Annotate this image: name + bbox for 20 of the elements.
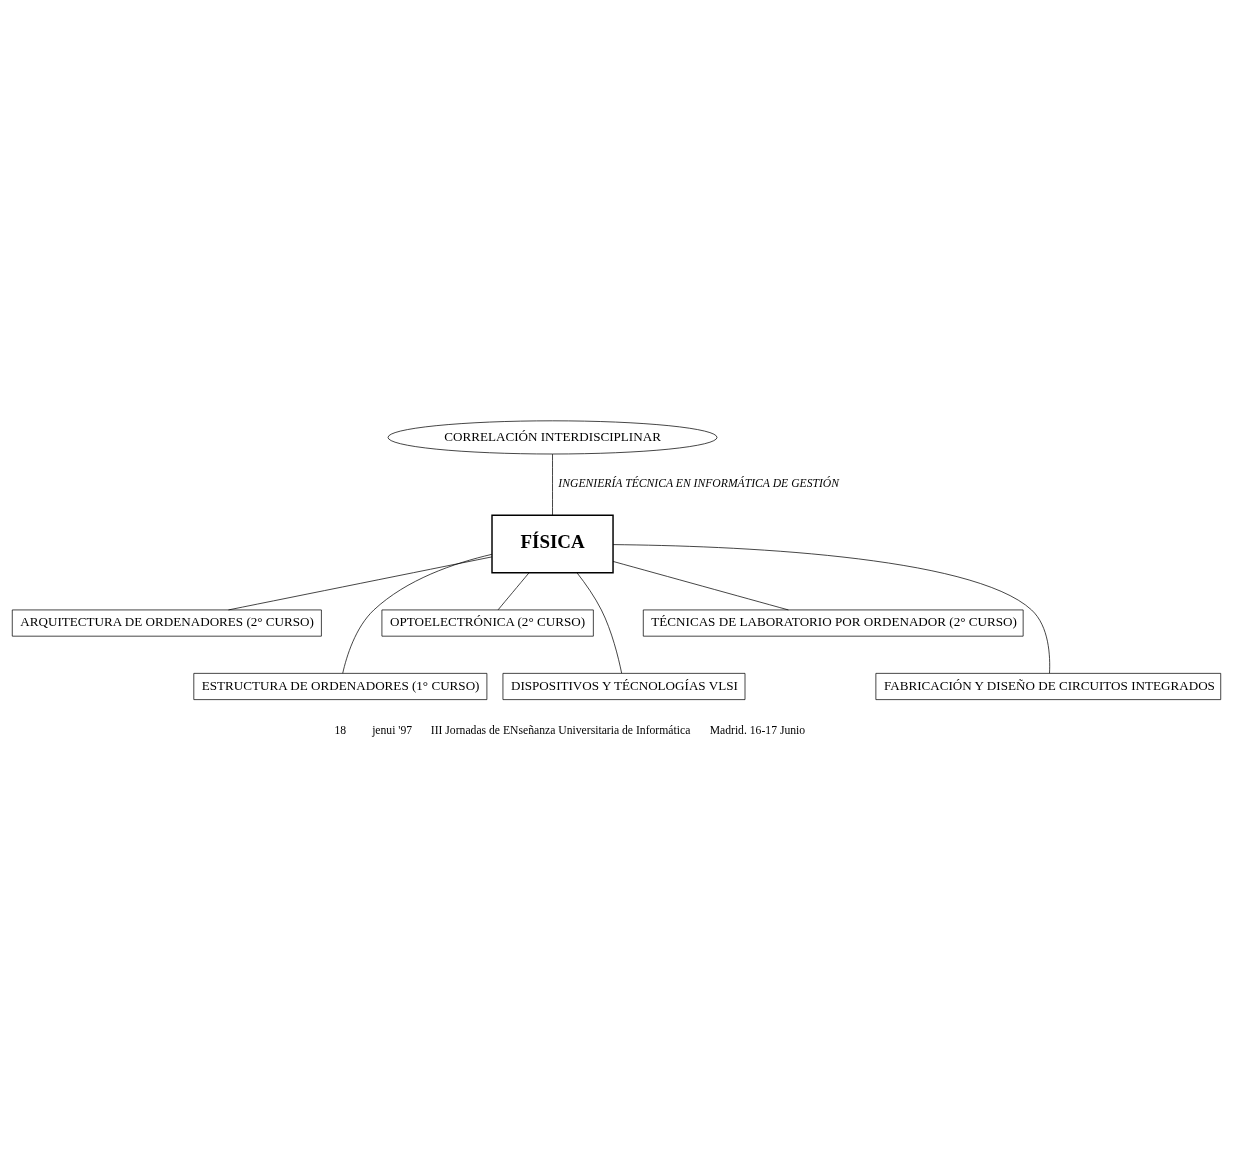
node-box: ESTRUCTURA DE ORDENADORES (1° CURSO) xyxy=(193,673,488,700)
label: 18 xyxy=(334,723,347,737)
label: III Jornadas de ENseñanza Universitaria de Informática xyxy=(430,723,691,737)
connector xyxy=(576,572,622,674)
connector xyxy=(497,572,530,611)
edge-label: INGENIERÍA TÉCNICA EN INFORMÁTICA DE GESTIÓN xyxy=(558,476,840,490)
node-box: ARQUITECTURA DE ORDENADORES (2° CURSO) xyxy=(11,609,322,637)
node-box: OPTOELECTRÓNICA (2° CURSO) xyxy=(381,609,594,637)
node-box: FABRICACIÓN Y DISEÑO DE CIRCUITOS INTEGRADOS xyxy=(875,673,1222,700)
label: jenui '97 xyxy=(372,723,413,737)
node-box: FÍSICA xyxy=(491,514,614,574)
label: Madrid. 16-17 Junio xyxy=(709,723,806,737)
connector xyxy=(612,561,789,611)
connector xyxy=(228,556,493,611)
node-box: DISPOSITIVOS Y TÉCNOLOGÍAS VLSI xyxy=(502,673,746,700)
node-ellipse: CORRELACIÓN INTERDISCIPLINAR xyxy=(387,420,718,455)
connector xyxy=(552,453,553,516)
connector xyxy=(342,553,493,674)
connector xyxy=(612,544,1051,674)
node-box: TÉCNICAS DE LABORATORIO POR ORDENADOR (2° CURSO) xyxy=(642,609,1024,637)
